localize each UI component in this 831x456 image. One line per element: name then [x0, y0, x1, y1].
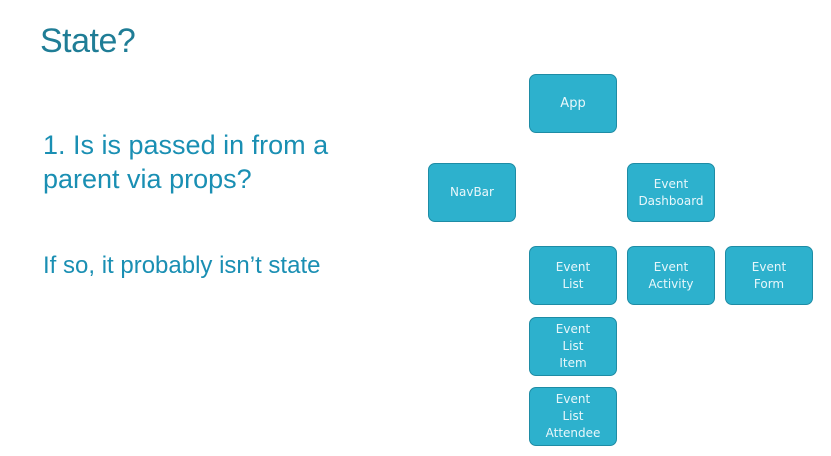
question-text: 1. Is is passed in from a parent via pro…	[43, 130, 329, 194]
node-event-list-attendee: Event List Attendee	[529, 387, 617, 446]
node-event-list: Event List	[529, 246, 617, 305]
node-navbar: NavBar	[428, 163, 516, 222]
note-text: If so, it probably isn’t state	[43, 252, 321, 279]
node-event-form: Event Form	[725, 246, 813, 305]
node-event-list-item: Event List Item	[529, 317, 617, 376]
slide-title: State?	[40, 22, 136, 60]
node-app: App	[529, 74, 617, 133]
node-event-activity: Event Activity	[627, 246, 715, 305]
node-event-dashboard: Event Dashboard	[627, 163, 715, 222]
